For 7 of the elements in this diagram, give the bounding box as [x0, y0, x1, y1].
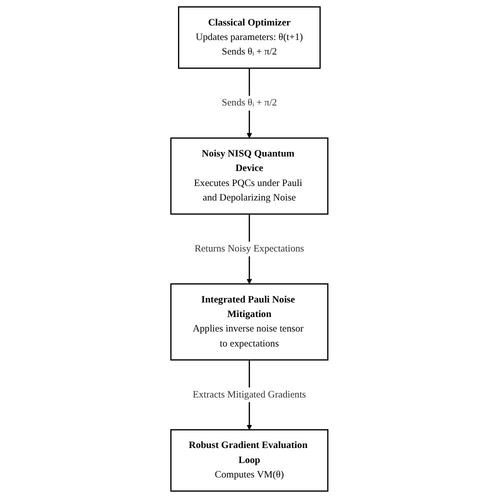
- edge-label: Extracts Mitigated Gradients: [192, 389, 306, 400]
- node-box: Robust Gradient Evaluation Loop Computes VM(θ): [170, 429, 329, 492]
- node-box: Noisy NISQ Quantum Device Executes PQCs under Pauli and Depolarizing Noise: [170, 137, 329, 215]
- edge-label: Sends θᵢ + π/2: [222, 98, 278, 108]
- node-box: Integrated Pauli Noise Mitigation Applies inverse noise tensor to expectations: [170, 283, 329, 361]
- node-box: Classical Optimizer Updates parameters: θ(t+1) Sends θᵢ + π/2: [178, 6, 321, 69]
- edge-label: Returns Noisy Expectations: [194, 243, 304, 254]
